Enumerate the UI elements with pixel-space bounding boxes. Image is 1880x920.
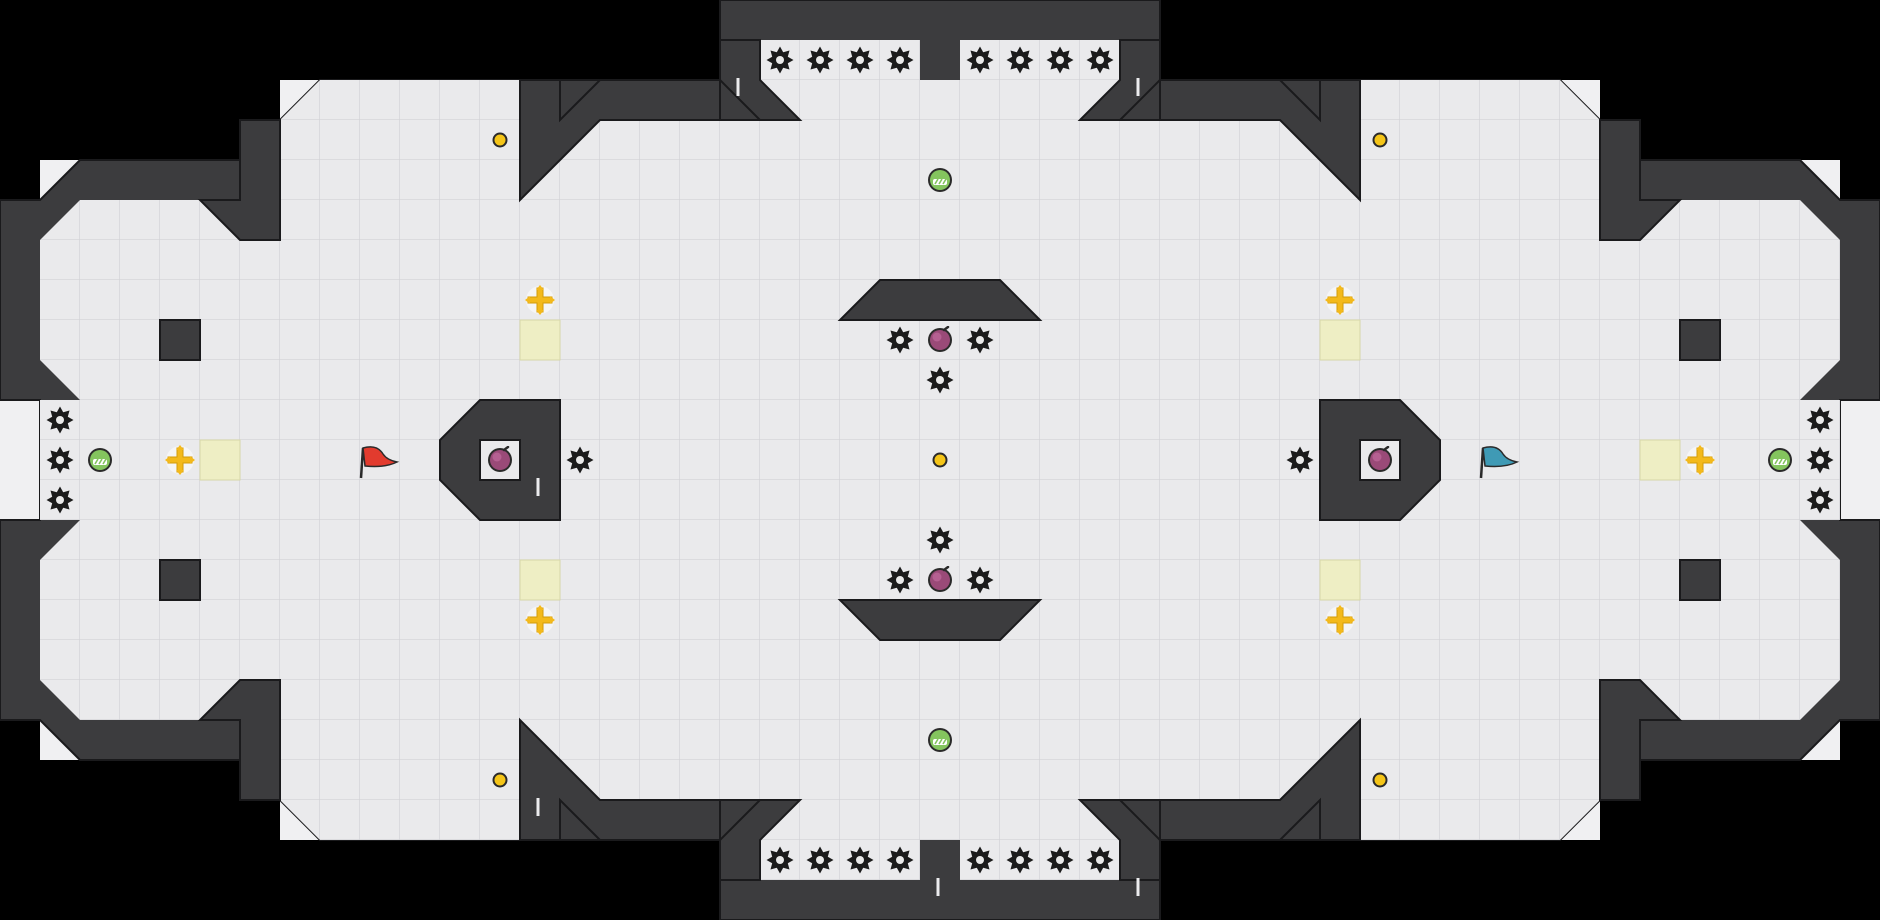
- spike-icon: [1806, 446, 1834, 474]
- gate-pad: [1319, 559, 1361, 601]
- spike-icon: [846, 846, 874, 874]
- spike-icon: [46, 446, 74, 474]
- pillar: [1679, 559, 1721, 601]
- spike-icon: [46, 486, 74, 514]
- spike-icon: [766, 846, 794, 874]
- red-flag[interactable]: [359, 446, 400, 479]
- jukejuice-icon: [87, 447, 113, 473]
- spike-icon: [1806, 486, 1834, 514]
- gate-pad: [519, 559, 561, 601]
- flag-icon: [1479, 446, 1520, 479]
- gate-pad: [199, 439, 241, 481]
- spike-icon: [966, 566, 994, 594]
- toggle-button[interactable]: [1372, 132, 1388, 148]
- wall-right-bunker: [1319, 399, 1441, 521]
- inner-walls: [159, 39, 1721, 881]
- wall-bottom-right: [1077, 717, 1361, 881]
- spike-icon: [926, 526, 954, 554]
- pillar: [1679, 319, 1721, 361]
- jukejuice-icon: [927, 727, 953, 753]
- spike-icon: [566, 446, 594, 474]
- wall-left-upper-step: [197, 119, 281, 241]
- gate-pad: [1639, 439, 1681, 481]
- spike-icon: [966, 46, 994, 74]
- spike-icon: [766, 46, 794, 74]
- jukejuice-icon: [927, 167, 953, 193]
- wall-right-lower-step: [1599, 679, 1683, 801]
- gate-pad: [519, 319, 561, 361]
- wall-center-bottom: [837, 599, 1043, 641]
- spike-icon: [1006, 46, 1034, 74]
- toggle-button[interactable]: [932, 452, 948, 468]
- wall-center-top: [837, 279, 1043, 321]
- spike-icon: [966, 846, 994, 874]
- wall-top-left: [519, 39, 803, 203]
- spike-icon: [1046, 846, 1074, 874]
- spike-icon: [966, 326, 994, 354]
- pillar: [159, 319, 201, 361]
- wall-left-lower-step: [197, 679, 281, 801]
- spike-icon: [886, 566, 914, 594]
- spike-icon: [46, 406, 74, 434]
- spike-icon: [1006, 846, 1034, 874]
- spike-icon: [806, 46, 834, 74]
- spike-icon: [926, 366, 954, 394]
- spike-icon: [1286, 446, 1314, 474]
- spike-icon: [886, 46, 914, 74]
- wall-right-upper-step: [1599, 119, 1683, 241]
- wall-bottom-left: [519, 717, 803, 881]
- spike-icon: [1086, 846, 1114, 874]
- gate-marks: [536, 78, 1140, 896]
- flag-icon: [359, 446, 400, 479]
- spike-icon: [806, 846, 834, 874]
- pillar: [159, 559, 201, 601]
- spike-icon: [1806, 406, 1834, 434]
- gate-pads: [199, 319, 1681, 601]
- spike-icon: [886, 846, 914, 874]
- blue-flag[interactable]: [1479, 446, 1520, 479]
- gate-pad: [1319, 319, 1361, 361]
- spike-icon: [1086, 46, 1114, 74]
- wall-left-bunker: [439, 399, 561, 521]
- wall-top-right: [1077, 39, 1361, 203]
- spike-icon: [846, 46, 874, 74]
- jukejuice-icon: [1767, 447, 1793, 473]
- spike-icon: [1046, 46, 1074, 74]
- toggle-button[interactable]: [492, 772, 508, 788]
- spike-icon: [886, 326, 914, 354]
- toggle-button[interactable]: [492, 132, 508, 148]
- toggle-button[interactable]: [1372, 772, 1388, 788]
